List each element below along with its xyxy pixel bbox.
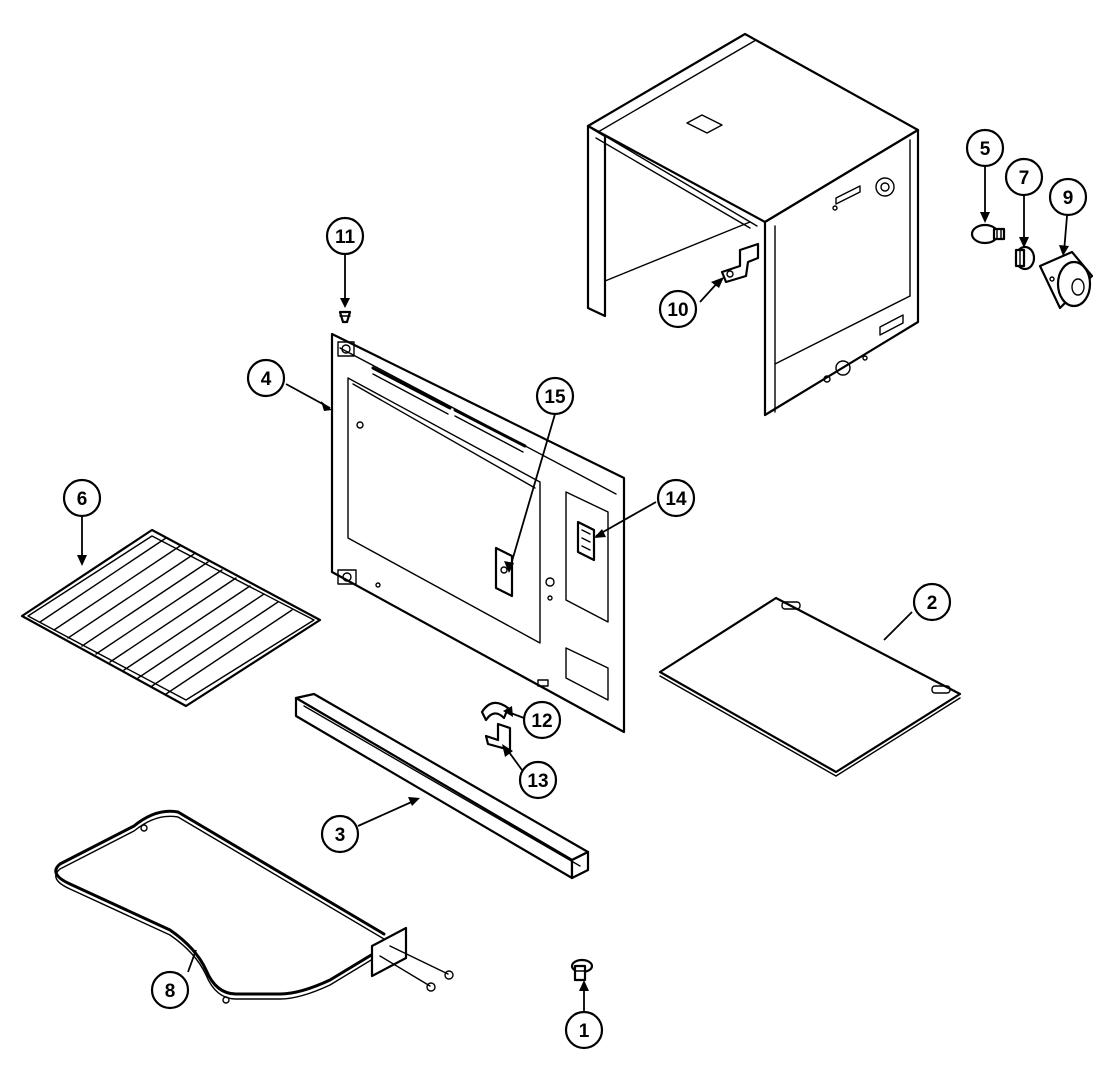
callout-15: 15 bbox=[535, 376, 575, 416]
svg-text:12: 12 bbox=[531, 711, 552, 732]
callout-11: 11 bbox=[325, 216, 365, 256]
svg-text:6: 6 bbox=[77, 489, 88, 510]
callout-10: 10 bbox=[658, 289, 698, 329]
svg-text:7: 7 bbox=[1019, 168, 1030, 189]
callout-4: 4 bbox=[246, 358, 286, 398]
svg-text:15: 15 bbox=[544, 387, 566, 408]
switch-part-15 bbox=[494, 546, 514, 598]
callout-1: 1 bbox=[564, 1010, 604, 1050]
svg-text:8: 8 bbox=[165, 981, 176, 1002]
callout-7: 7 bbox=[1004, 157, 1044, 197]
callout-8: 8 bbox=[150, 970, 190, 1010]
callout-12: 12 bbox=[522, 700, 562, 740]
svg-text:1: 1 bbox=[579, 1021, 590, 1042]
callout-2: 2 bbox=[912, 582, 952, 622]
callout-9: 9 bbox=[1048, 177, 1088, 217]
callout-6: 6 bbox=[62, 478, 102, 518]
clip-part-12 bbox=[480, 701, 510, 722]
callout-3: 3 bbox=[320, 814, 360, 854]
rear-panel-part-4 bbox=[330, 332, 626, 734]
svg-text:9: 9 bbox=[1063, 188, 1074, 209]
svg-text:13: 13 bbox=[527, 771, 548, 792]
motor-part-9 bbox=[1038, 250, 1094, 310]
svg-text:10: 10 bbox=[667, 300, 688, 321]
callout-5: 5 bbox=[965, 128, 1005, 168]
screw-part-1 bbox=[570, 958, 594, 982]
svg-text:14: 14 bbox=[665, 489, 687, 510]
callout-13: 13 bbox=[518, 760, 558, 800]
light-bulb-part-5 bbox=[970, 223, 1006, 245]
svg-text:4: 4 bbox=[261, 369, 272, 390]
svg-text:3: 3 bbox=[335, 825, 346, 846]
screw-part-11 bbox=[338, 310, 352, 324]
connector-part-14 bbox=[576, 520, 596, 562]
svg-text:5: 5 bbox=[980, 139, 991, 160]
leader-lines bbox=[77, 166, 1069, 1012]
callout-14: 14 bbox=[656, 478, 696, 518]
bracket-part-13 bbox=[484, 722, 512, 752]
oven-rack-part-6 bbox=[20, 528, 322, 708]
front-frame-rail-part-3 bbox=[294, 692, 590, 880]
oven-cabinet bbox=[586, 32, 920, 417]
bottom-panel-part-2 bbox=[658, 596, 962, 777]
bracket-part-10 bbox=[720, 242, 760, 284]
bake-element-part-8 bbox=[54, 809, 454, 1004]
svg-text:2: 2 bbox=[927, 593, 938, 614]
lamp-socket-part-7 bbox=[1014, 245, 1036, 271]
svg-text:11: 11 bbox=[335, 227, 356, 248]
